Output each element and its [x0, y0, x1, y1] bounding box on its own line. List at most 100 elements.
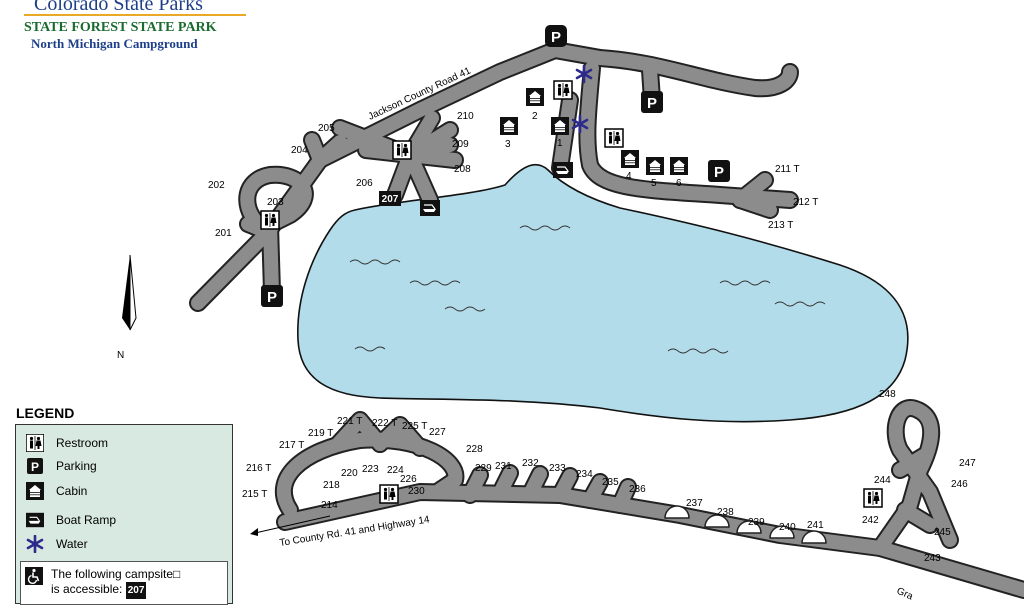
wheelchair-icon [25, 567, 43, 585]
svg-text:6: 6 [676, 178, 682, 189]
partial-road-label: Gra [895, 586, 915, 600]
svg-text:219 T: 219 T [308, 428, 333, 439]
svg-text:208: 208 [454, 164, 471, 175]
svg-text:205: 205 [318, 123, 335, 134]
svg-text:1: 1 [557, 138, 563, 149]
cabin-icon [645, 156, 665, 176]
svg-text:225 T: 225 T [402, 421, 427, 432]
svg-text:233: 233 [549, 463, 566, 474]
svg-text:213 T: 213 T [768, 220, 793, 231]
svg-text:229: 229 [475, 463, 492, 474]
svg-text:207: 207 [382, 194, 399, 205]
legend-box: Restroom P Parking Cabin Boat Ramp Water… [15, 424, 233, 605]
legend-item-parking: P Parking [26, 457, 97, 475]
svg-text:215 T: 215 T [242, 489, 267, 500]
cabin-icon [26, 482, 44, 500]
svg-text:222 T: 222 T [372, 418, 397, 429]
cabin-icon [620, 149, 640, 169]
svg-text:203: 203 [267, 197, 284, 208]
campsite-207-badge: 207 [379, 191, 401, 206]
north-arrow-icon [122, 254, 137, 331]
svg-text:201: 201 [215, 228, 232, 239]
svg-text:5: 5 [651, 178, 657, 189]
parking-icon: P [708, 160, 730, 182]
svg-text:212 T: 212 T [793, 197, 818, 208]
cabin-icon [499, 116, 519, 136]
svg-text:244: 244 [874, 475, 891, 486]
svg-text:221 T: 221 T [337, 416, 362, 427]
campground-name: North Michigan Campground [31, 36, 198, 51]
park-name: STATE FOREST STATE PARK [24, 20, 217, 35]
svg-text:P: P [647, 95, 657, 112]
svg-text:228: 228 [466, 444, 483, 455]
svg-text:4: 4 [626, 171, 632, 182]
south-roads [275, 399, 1024, 599]
svg-text:247: 247 [959, 458, 976, 469]
svg-text:243: 243 [924, 553, 941, 564]
boat-ramp-icon [419, 199, 441, 217]
svg-text:220: 220 [341, 468, 358, 479]
parking-icon: P [641, 91, 663, 113]
svg-text:245: 245 [934, 527, 951, 538]
cabin-icon [669, 156, 689, 176]
svg-text:242: 242 [862, 515, 879, 526]
svg-text:206: 206 [356, 178, 373, 189]
lake-waves [349, 225, 826, 354]
svg-text:227: 227 [429, 427, 446, 438]
cabin-numbers: 1 2 3 4 5 6 [505, 111, 682, 189]
svg-text:226: 226 [400, 474, 417, 485]
svg-text:238: 238 [717, 507, 734, 518]
restroom-icon [392, 140, 412, 160]
svg-text:241: 241 [807, 520, 824, 531]
svg-text:3: 3 [505, 139, 511, 150]
svg-text:2: 2 [532, 111, 538, 122]
svg-text:248: 248 [879, 389, 896, 400]
parking-icon: P [26, 457, 44, 475]
accessible-text-line2: is accessible: [51, 582, 123, 596]
accessible-site-badge: 207 [125, 582, 147, 599]
svg-text:209: 209 [452, 139, 469, 150]
north-roads [189, 41, 799, 312]
campsite-labels-south: 214 215 T 216 T 217 T 218 219 T 220 221 … [242, 389, 976, 564]
svg-text:234: 234 [576, 469, 593, 480]
svg-text:224: 224 [387, 465, 404, 476]
restroom-icon [26, 434, 44, 452]
boat-ramp-icon [26, 511, 44, 529]
brand-title: Colorado State Parks [24, 0, 246, 16]
restroom-icon [260, 210, 280, 230]
svg-text:246: 246 [951, 479, 968, 490]
svg-text:237: 237 [686, 498, 703, 509]
svg-text:230: 230 [408, 486, 425, 497]
svg-text:210: 210 [457, 111, 474, 122]
accessible-note: The following campsite□ is accessible: 2… [20, 561, 228, 605]
restroom-icon [379, 484, 399, 504]
water-icon [26, 535, 44, 553]
svg-text:216 T: 216 T [246, 463, 271, 474]
parking-icon: P [545, 25, 567, 47]
cabin-icon [525, 87, 545, 107]
boat-ramp-icon [552, 161, 574, 179]
exit-arrow [250, 515, 331, 536]
restroom-icon [604, 128, 624, 148]
restroom-icon [553, 80, 573, 100]
legend-item-boat-ramp: Boat Ramp [26, 511, 116, 529]
svg-text:P: P [31, 460, 39, 474]
svg-text:P: P [714, 164, 724, 181]
restroom-icon [863, 488, 883, 508]
header: Colorado State Parks STATE FOREST STATE … [24, 0, 246, 52]
legend-item-cabin: Cabin [26, 482, 87, 500]
svg-text:211 T: 211 T [775, 164, 800, 175]
legend-title: LEGEND [16, 405, 75, 421]
svg-text:232: 232 [522, 458, 539, 469]
svg-text:214: 214 [321, 500, 338, 511]
svg-text:218: 218 [323, 480, 340, 491]
svg-text:231: 231 [495, 461, 512, 472]
svg-text:240: 240 [779, 522, 796, 533]
cabin-icon [550, 116, 570, 136]
svg-text:204: 204 [291, 145, 308, 156]
parking-icon: P [261, 285, 283, 307]
svg-text:223: 223 [362, 464, 379, 475]
svg-text:235: 235 [602, 477, 619, 488]
north-label: N [117, 350, 124, 361]
